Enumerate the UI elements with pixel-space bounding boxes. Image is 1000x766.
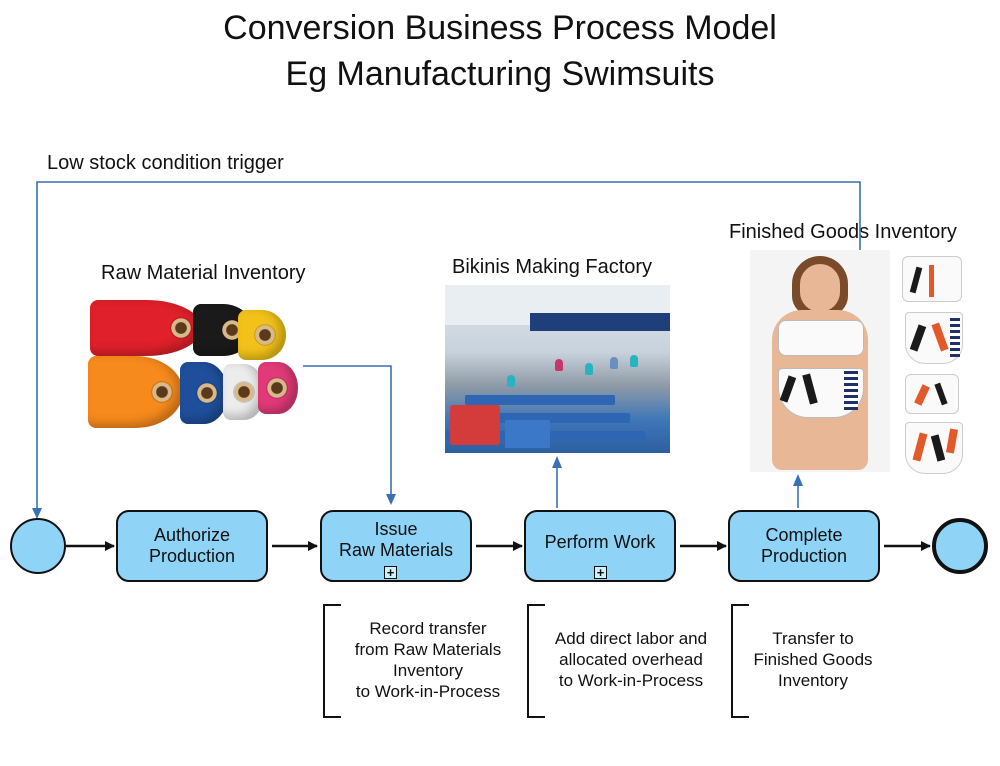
annotation-record-transfer: Record transfer from Raw Materials Inven…: [354, 619, 502, 701]
trigger-label: Low stock condition trigger: [47, 152, 284, 174]
task-perform-work: Perform Work: [524, 510, 676, 582]
task-issue-raw-materials-label: Issue Raw Materials: [338, 519, 454, 560]
trigger-loop-line: [36, 181, 861, 516]
swimsuit-thumbnail-4: [905, 422, 963, 474]
factory-caption: Bikinis Making Factory: [452, 256, 653, 278]
annotation-transfer-finished: Transfer to Finished Goods Inventory: [753, 629, 873, 690]
fabric-rolls-image: [88, 292, 298, 432]
diagram-title-line1: Conversion Business Process Model: [223, 9, 777, 47]
swimsuit-thumbnail-1: [902, 256, 962, 302]
red-roll: [90, 300, 202, 356]
perform-work-arrowhead: [552, 456, 562, 468]
pink-roll: [258, 362, 298, 414]
subprocess-marker-perform: +: [594, 566, 607, 579]
swimsuit-thumbnail-3: [905, 374, 959, 414]
diagram-title-line2: Eg Manufacturing Swimsuits: [285, 55, 715, 93]
model-photo: [750, 250, 890, 472]
factory-photo: [445, 285, 670, 453]
task-authorize-production: Authorize Production: [116, 510, 268, 582]
raw-material-caption: Raw Material Inventory: [101, 262, 306, 284]
finished-goods-caption: Finished Goods Inventory: [729, 221, 957, 243]
annotation-bracket-2: [527, 604, 545, 718]
annotation-bracket-1: [323, 604, 341, 718]
task-perform-work-label: Perform Work: [544, 531, 656, 552]
yellow-roll: [238, 310, 286, 360]
raw-material-line: [303, 365, 392, 502]
annotation-bracket-3: [731, 604, 749, 718]
subprocess-marker-issue: +: [384, 566, 397, 579]
annotation-add-labor: Add direct labor and allocated overhead …: [554, 629, 708, 690]
raw-material-arrowhead: [386, 494, 396, 505]
blue-roll: [180, 362, 228, 424]
trigger-loop-arrowhead: [32, 508, 42, 519]
orange-roll: [88, 356, 183, 428]
start-event: [10, 518, 66, 574]
end-event: [932, 518, 988, 574]
swimsuit-thumbnail-2: [905, 312, 963, 364]
task-issue-raw-materials: Issue Raw Materials: [320, 510, 472, 582]
complete-production-arrowhead: [793, 474, 803, 486]
task-complete-production: Complete Production: [728, 510, 880, 582]
